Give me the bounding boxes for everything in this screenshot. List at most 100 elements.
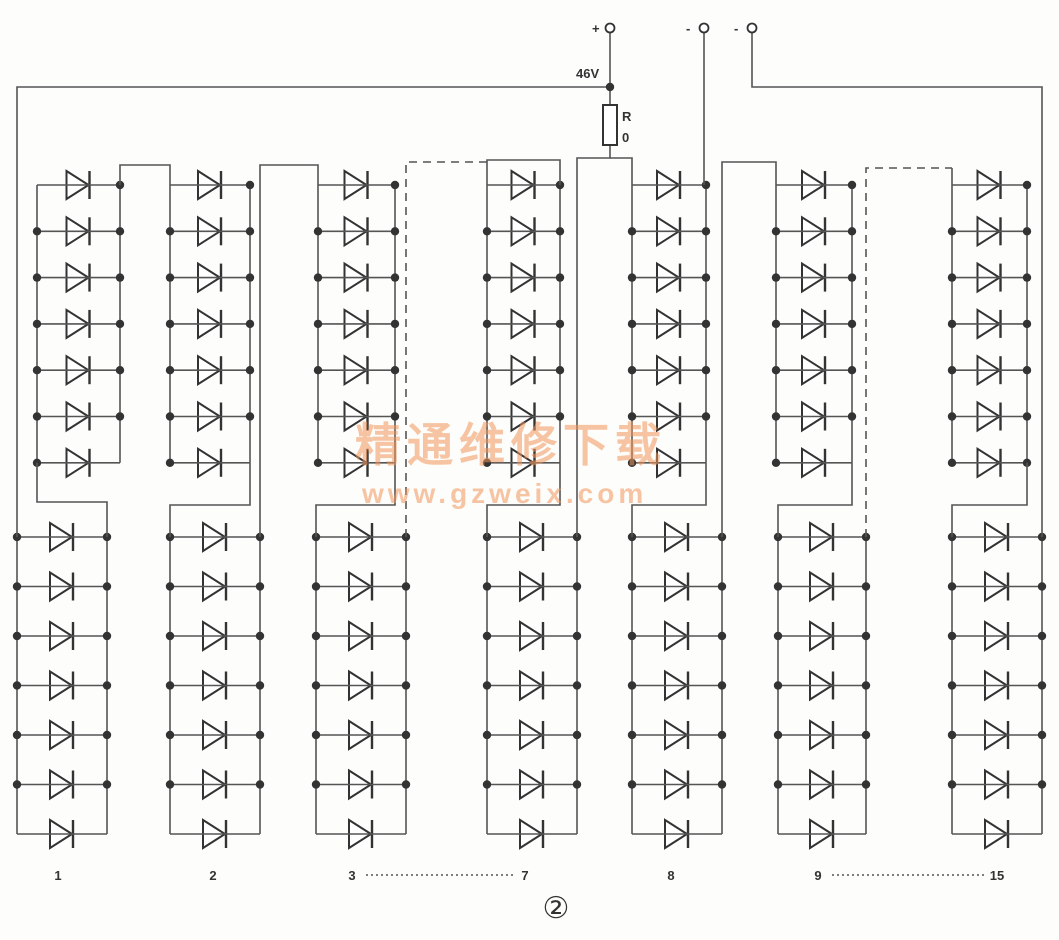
- junction-dot: [482, 582, 492, 591]
- junction-dot: [255, 780, 265, 789]
- junction-dot: [12, 780, 22, 789]
- junction-dot: [255, 631, 265, 641]
- junction-dot: [32, 366, 42, 375]
- junction-dot: [390, 366, 400, 375]
- link-wire: [631, 462, 707, 537]
- junction-dot: [401, 730, 411, 740]
- junction-dot: [165, 582, 175, 591]
- junction-dot: [482, 681, 492, 690]
- junction-dot: [401, 631, 411, 641]
- junction-dot: [1037, 631, 1047, 641]
- junction-dot: [482, 227, 492, 236]
- resistor-value-label: 0: [622, 130, 629, 145]
- junction-dot: [947, 319, 957, 329]
- junction-dot: [717, 631, 727, 641]
- link-wire: [119, 164, 171, 185]
- junction-dot: [165, 780, 175, 789]
- junction-dot: [32, 412, 42, 421]
- junction-dot: [771, 458, 781, 467]
- omitted-link: [865, 167, 952, 537]
- junction-dot: [102, 631, 112, 641]
- junction-dot: [947, 730, 957, 740]
- junction-dot: [627, 780, 637, 789]
- junction-dot: [12, 582, 22, 591]
- junction-dot: [1037, 681, 1047, 690]
- junction-dot: [313, 366, 323, 375]
- column-label: 3: [348, 868, 355, 883]
- junction-dot: [947, 366, 957, 375]
- junction-dot: [555, 366, 565, 375]
- junction-dot: [12, 681, 22, 690]
- junction-dot: [717, 582, 727, 591]
- junction-dot: [245, 366, 255, 375]
- junction-dot: [1022, 366, 1032, 375]
- junction-dot: [847, 412, 857, 421]
- junction-dot: [102, 780, 112, 789]
- link-wire: [486, 159, 561, 185]
- junction-dot: [847, 180, 857, 190]
- junction-dot: [773, 730, 783, 740]
- junction-dot: [482, 319, 492, 329]
- junction-dot: [12, 631, 22, 641]
- resistor-label: R: [622, 109, 632, 124]
- junction-dot: [847, 227, 857, 236]
- minus-label: -: [686, 21, 690, 36]
- junction-dot: [947, 681, 957, 690]
- junction-dot: [947, 227, 957, 236]
- junction-dot: [313, 273, 323, 282]
- link-wire: [576, 145, 611, 537]
- plus-terminal: [604, 22, 616, 34]
- junction-dot: [165, 366, 175, 375]
- junction-dot: [771, 412, 781, 421]
- supply-wire: [16, 86, 610, 537]
- junction-dot: [165, 412, 175, 421]
- junction-dot: [947, 273, 957, 282]
- junction-dot: [861, 780, 871, 789]
- junction-dot: [12, 730, 22, 740]
- junction-dot: [245, 319, 255, 329]
- junction-dot: [1037, 730, 1047, 740]
- minus-terminal: [746, 22, 758, 34]
- column-label: 7: [521, 868, 528, 883]
- junction-dot: [311, 780, 321, 789]
- junction-dot: [627, 366, 637, 375]
- junction-dot: [165, 631, 175, 641]
- junction-dot: [627, 730, 637, 740]
- watermark-text: 精通维修下载: [355, 418, 667, 472]
- junction-dot: [1022, 227, 1032, 236]
- junction-dot: [390, 227, 400, 236]
- minus-wire: [751, 32, 1043, 537]
- junction-dot: [771, 227, 781, 236]
- junction-dot: [947, 412, 957, 421]
- junction-dot: [313, 458, 323, 467]
- link-wire: [315, 462, 396, 537]
- junction-dot: [482, 366, 492, 375]
- junction-dot: [701, 366, 711, 375]
- junction-dot: [32, 319, 42, 329]
- junction-dot: [390, 319, 400, 329]
- junction-dot: [627, 273, 637, 282]
- junction-dot: [313, 227, 323, 236]
- minus-label: -: [734, 21, 738, 36]
- junction-dot: [947, 780, 957, 789]
- junction-dot: [482, 273, 492, 282]
- junction-dot: [255, 730, 265, 740]
- junction-dot: [773, 780, 783, 789]
- junction-dot: [482, 730, 492, 740]
- junction-dot: [165, 273, 175, 282]
- junction-dot: [861, 582, 871, 591]
- junction-dot: [165, 681, 175, 690]
- junction-dot: [1022, 273, 1032, 282]
- junction-dot: [482, 780, 492, 789]
- junction-dot: [1022, 180, 1032, 190]
- junction-dot: [401, 582, 411, 591]
- junction-dot: [627, 319, 637, 329]
- junction-dot: [861, 631, 871, 641]
- junction-dot: [947, 631, 957, 641]
- junction-dot: [390, 412, 400, 421]
- junction-dot: [717, 730, 727, 740]
- minus-terminal: [698, 22, 710, 34]
- junction-dot: [773, 631, 783, 641]
- junction-dot: [115, 412, 125, 421]
